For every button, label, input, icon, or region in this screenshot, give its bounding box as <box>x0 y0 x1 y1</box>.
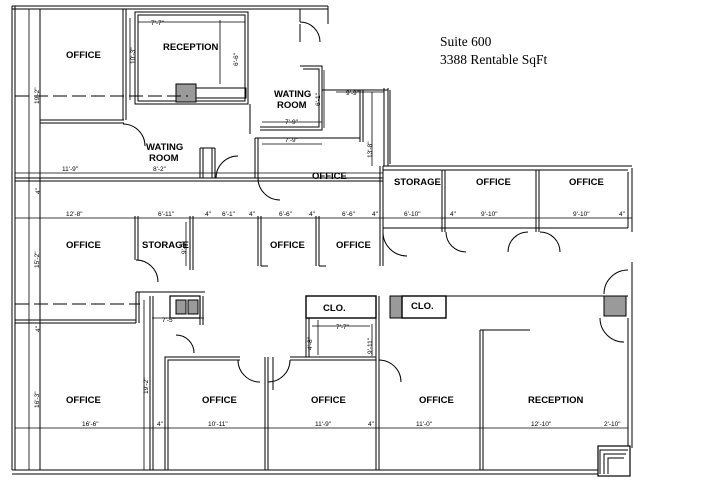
dim-label: 4" <box>372 211 379 218</box>
dim-label: 12'-10" <box>531 421 552 428</box>
dim-label: 4" <box>619 211 626 218</box>
dim-label: 4" <box>35 325 42 332</box>
room-label-reception-bottom: RECEPTION <box>528 395 584 406</box>
dim-label: 11'-9" <box>62 166 79 173</box>
dim-label: 4" <box>368 421 375 428</box>
interior-walls <box>15 8 628 470</box>
dimension-lines <box>15 9 632 470</box>
dim-label: 6'-6" <box>233 52 240 66</box>
dim-label: 2'-10" <box>604 421 621 428</box>
rentable-area: 3388 Rentable SqFt <box>440 52 547 67</box>
dim-label: 6'-10" <box>404 211 421 218</box>
room-label-office-sw: OFFICE <box>66 395 101 406</box>
room-label-waiting-right: WATING <box>274 89 311 100</box>
dim-label: 7'-9" <box>285 137 299 144</box>
dim-label: 8'-2" <box>153 166 167 173</box>
dim-label: 6'-1" <box>315 92 322 106</box>
dim-label: 6'-11" <box>158 211 175 218</box>
room-label-closet-1: CLO. <box>323 303 346 314</box>
room-label-office-center: OFFICE <box>312 171 347 182</box>
room-label-office-s-1: OFFICE <box>202 395 237 406</box>
room-label-office-s-2: OFFICE <box>311 395 346 406</box>
dim-label: 19'-2" <box>34 87 41 104</box>
dim-label: 4" <box>309 211 316 218</box>
dim-label: 4'-8" <box>307 336 314 350</box>
doors <box>122 21 629 383</box>
dim-label: 16'-6" <box>82 421 99 428</box>
room-label-storage-mid: STORAGE <box>142 240 189 251</box>
dimension-labels: 7'-7" 10'-3" 6'-6" 19'-2" 6'-1" 7'-9" 7'… <box>34 20 626 428</box>
dim-label: 6'-6" <box>279 211 293 218</box>
dashed-lines <box>15 95 188 305</box>
dim-label: 19'-2" <box>143 377 150 394</box>
room-label-reception-top: RECEPTION <box>163 42 219 53</box>
room-label-office-nw: OFFICE <box>66 50 101 61</box>
dim-label: 9'-9" <box>346 90 360 97</box>
dim-label: 6'-1" <box>222 211 236 218</box>
room-label-office-mid-2: OFFICE <box>336 240 371 251</box>
room-label-office-east-1: OFFICE <box>476 177 511 188</box>
room-label-office-s-3: OFFICE <box>419 395 454 406</box>
dim-label: 7'-7" <box>336 324 350 331</box>
room-label-office-mid-1: OFFICE <box>270 240 305 251</box>
dim-label: 10'-11" <box>208 421 228 428</box>
room-label-office-west-mid: OFFICE <box>66 240 101 251</box>
outer-walls <box>11 5 633 477</box>
dim-label: 4" <box>35 187 42 194</box>
dim-label: 9'-11" <box>367 337 374 354</box>
room-label-waiting-left: ROOM <box>149 153 179 164</box>
dim-label: 7'-7" <box>151 20 165 27</box>
dim-label: 4" <box>450 211 457 218</box>
dim-label: 9'-3" <box>181 240 188 254</box>
dim-label: 4" <box>249 211 256 218</box>
dim-label: 4" <box>157 421 164 428</box>
room-labels: OFFICE RECEPTION WATING ROOM WATING ROOM… <box>66 42 604 406</box>
dim-label: 6'-6" <box>342 211 356 218</box>
room-label-storage-east: STORAGE <box>394 177 441 188</box>
suite-title: Suite 600 <box>440 34 492 49</box>
dim-label: 4" <box>205 211 212 218</box>
dim-label: 9'-10" <box>481 211 498 218</box>
dim-label: 7'-9" <box>285 119 299 126</box>
dim-label: 13'-8" <box>367 141 374 158</box>
dim-label: 11'-9" <box>315 421 332 428</box>
room-label-closet-2: CLO. <box>411 301 434 312</box>
dim-label: 9'-10" <box>573 211 590 218</box>
dim-label: 12'-8" <box>66 211 83 218</box>
room-label-waiting-right: ROOM <box>277 100 307 111</box>
room-label-waiting-left: WATING <box>146 142 183 153</box>
room-label-office-east-2: OFFICE <box>569 177 604 188</box>
dim-label: 11'-0" <box>416 421 433 428</box>
dim-label: 7'-5" <box>162 317 176 324</box>
dim-label: 16'-3" <box>34 391 41 408</box>
dim-label: 15'-2" <box>34 251 41 268</box>
dim-label: 10'-3" <box>130 47 137 64</box>
